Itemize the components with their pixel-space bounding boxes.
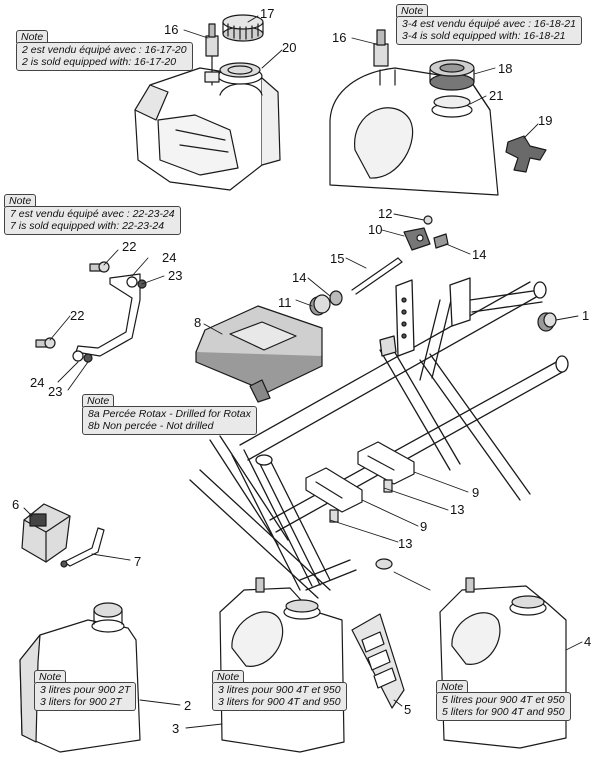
note-text-fr: 5 litres pour 900 4T et 950 bbox=[442, 694, 565, 706]
part-number-label: 1 bbox=[582, 308, 590, 323]
note-box-16-18-21: 3-4 est vendu équipé avec : 16-18-21 3-4… bbox=[396, 16, 582, 45]
note-text-en: 3 liters for 900 4T and 950 bbox=[218, 696, 341, 708]
part-number-label: 7 bbox=[134, 554, 142, 569]
part-number-label: 23 bbox=[48, 384, 63, 399]
part-number-label: 24 bbox=[30, 375, 45, 390]
part-number-label: 22 bbox=[70, 308, 85, 323]
note-text-en: 3-4 is sold equipped with: 16-18-21 bbox=[402, 30, 566, 42]
part-number-label: 3 bbox=[172, 721, 180, 736]
note-text-fr: 3 litres pour 900 4T et 950 bbox=[218, 684, 341, 696]
clamp-bracket-illustration bbox=[305, 441, 415, 570]
part-number-label: 20 bbox=[282, 40, 297, 55]
note-text-en: 7 is sold equipped with: 22-23-24 bbox=[10, 220, 165, 232]
part-number-label: 22 bbox=[122, 239, 137, 254]
note-tag-900-4t: Note bbox=[212, 670, 245, 683]
part-number-label: 21 bbox=[489, 88, 504, 103]
tank-bottom-middle-illustration bbox=[219, 577, 345, 753]
part-number-label: 5 bbox=[404, 702, 412, 717]
tank-bottom-right-illustration bbox=[439, 577, 567, 749]
note-tag-rotax: Note bbox=[82, 394, 115, 407]
note-box-16-17-20: 2 est vendu équipé avec : 16-17-20 2 is … bbox=[16, 42, 193, 71]
part-number-label: 17 bbox=[260, 6, 275, 21]
part-number-label: 8 bbox=[194, 315, 202, 330]
panel-illustration bbox=[351, 613, 405, 709]
part-number-label: 11 bbox=[278, 295, 292, 310]
part-number-label: 18 bbox=[498, 61, 513, 76]
note-tag-3-litres: Note bbox=[34, 670, 67, 683]
mounting-plate-illustration bbox=[195, 305, 323, 403]
note-text-fr: 7 est vendu équipé avec : 22-23-24 bbox=[10, 208, 175, 220]
note-text-fr: 3 litres pour 900 2T bbox=[40, 684, 131, 696]
part-number-label: 4 bbox=[584, 634, 592, 649]
note-box-22-23-24: 7 est vendu équipé avec : 22-23-24 7 is … bbox=[4, 206, 181, 235]
part-number-label: 13 bbox=[398, 536, 413, 551]
note-tag-22-23-24: Note bbox=[4, 194, 37, 207]
part-number-label: 6 bbox=[12, 497, 20, 512]
part-number-label: 16 bbox=[332, 30, 347, 45]
note-box-5-litres: 5 litres pour 900 4T et 950 5 liters for… bbox=[436, 692, 571, 721]
part-number-label: 12 bbox=[378, 206, 393, 221]
note-box-3-litres: 3 litres pour 900 2T 3 liters for 900 2T bbox=[34, 682, 137, 711]
note-box-900-4t: 3 litres pour 900 4T et 950 3 liters for… bbox=[212, 682, 347, 711]
clamp-parts-illustration bbox=[309, 215, 557, 332]
part-number-label: 24 bbox=[162, 250, 177, 265]
note-text-fr: 8a Percée Rotax - Drilled for Rotax bbox=[88, 408, 251, 420]
note-text-en: 8b Non percée - Not drilled bbox=[88, 420, 214, 432]
note-box-rotax: 8a Percée Rotax - Drilled for Rotax 8b N… bbox=[82, 406, 257, 435]
part-number-label: 9 bbox=[420, 519, 428, 534]
bracket-illustration bbox=[35, 261, 147, 363]
part-number-label: 15 bbox=[330, 251, 345, 266]
part-number-label: 14 bbox=[292, 270, 307, 285]
note-text-en: 2 is sold equipped with: 16-17-20 bbox=[22, 56, 177, 68]
electrical-box-illustration bbox=[21, 503, 105, 568]
part-number-label: 14 bbox=[472, 247, 487, 262]
note-text-fr: 2 est vendu équipé avec : 16-17-20 bbox=[22, 44, 187, 56]
part-number-label: 13 bbox=[450, 502, 465, 517]
frame-tubes-illustration bbox=[189, 277, 569, 599]
note-text-fr: 3-4 est vendu équipé avec : 16-18-21 bbox=[402, 18, 576, 30]
note-tag-5-litres: Note bbox=[436, 680, 469, 693]
note-tag-16-18-21: Note bbox=[396, 4, 429, 17]
part-number-label: 16 bbox=[164, 22, 179, 37]
note-text-en: 5 liters for 900 4T and 950 bbox=[442, 706, 565, 718]
note-text-en: 3 liters for 900 2T bbox=[40, 696, 122, 708]
part-number-label: 9 bbox=[472, 485, 480, 500]
tank-top-right-illustration bbox=[329, 29, 547, 196]
part-number-label: 23 bbox=[168, 268, 183, 283]
leader-lines bbox=[23, 15, 583, 729]
part-number-label: 10 bbox=[368, 222, 383, 237]
part-number-label: 2 bbox=[184, 698, 192, 713]
part-number-label: 19 bbox=[538, 113, 553, 128]
note-tag-16-17-20: Note bbox=[16, 30, 49, 43]
tank-top-left-illustration bbox=[134, 14, 281, 191]
